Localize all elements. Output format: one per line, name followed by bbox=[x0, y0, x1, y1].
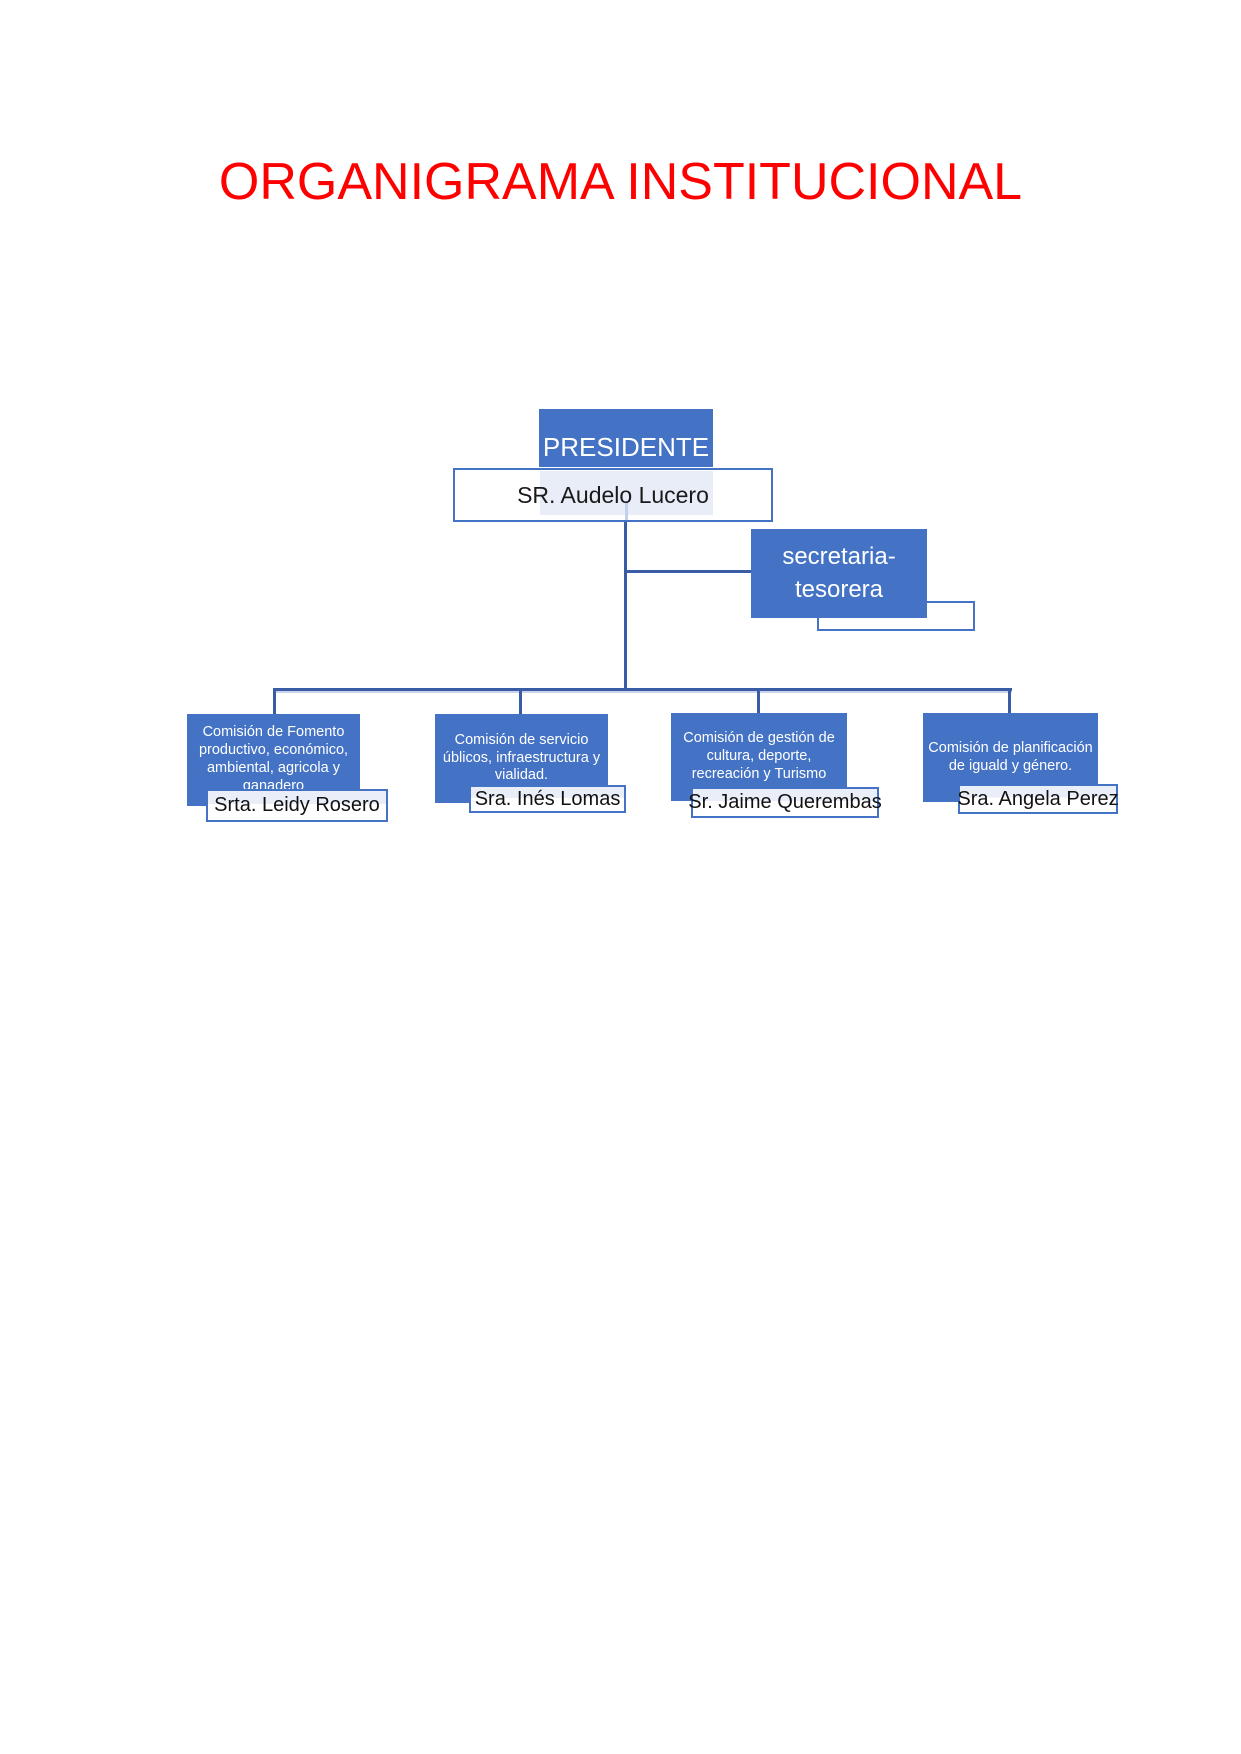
president-connector-stub bbox=[625, 502, 628, 520]
connector-to-secretary bbox=[624, 570, 751, 573]
member-name-box-1: Srta. Leidy Rosero bbox=[206, 789, 388, 822]
member-name-box-2: Sra. Inés Lomas bbox=[469, 785, 626, 813]
connector-drop-commission-2 bbox=[519, 688, 522, 715]
page-title: ORGANIGRAMA INSTITUCIONAL bbox=[218, 153, 1023, 211]
connector-drop-commission-3 bbox=[757, 688, 760, 715]
connector-branch-horizontal bbox=[273, 688, 1012, 691]
president-role-box: PRESIDENTE bbox=[539, 409, 713, 467]
secretary-box: secretaria- tesorera bbox=[751, 529, 927, 618]
connector-drop-commission-1 bbox=[273, 688, 276, 715]
president-name-box: SR. Audelo Lucero bbox=[453, 468, 773, 522]
connector-drop-commission-4 bbox=[1008, 688, 1011, 715]
member-name-box-4: Sra. Angela Perez bbox=[957, 784, 1119, 814]
president-name: SR. Audelo Lucero bbox=[517, 481, 709, 508]
commission-box-cultura: Comisión de gestión de cultura, deporte,… bbox=[671, 713, 847, 801]
connector-president-vertical bbox=[624, 522, 627, 690]
member-name-box-3: Sr. Jaime Querembas bbox=[688, 787, 882, 818]
